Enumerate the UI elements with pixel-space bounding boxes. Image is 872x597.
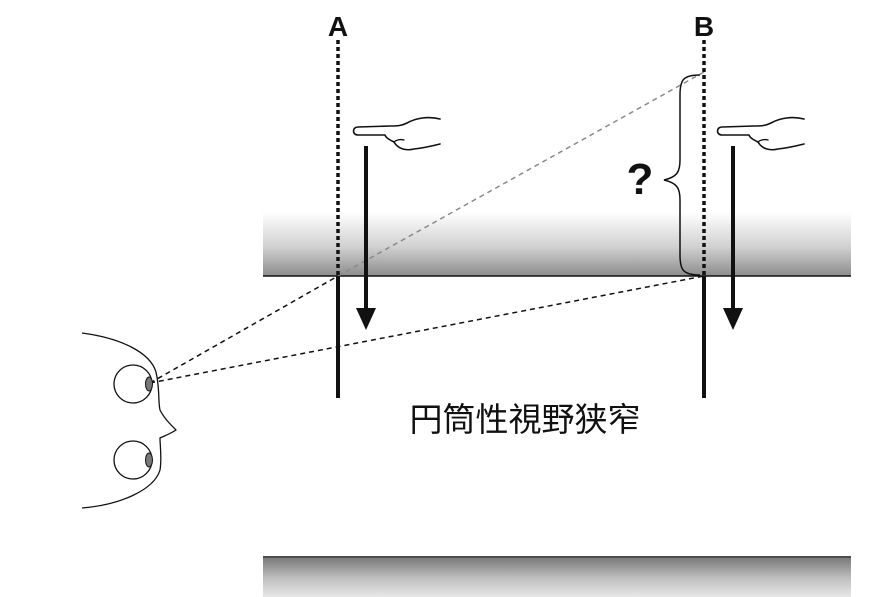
pointing-hand-icon [352, 116, 441, 151]
down-arrow-icon [356, 146, 376, 330]
down-arrow-icon [723, 146, 743, 330]
eye-icon [113, 440, 153, 480]
lower-field-band [263, 556, 851, 597]
line-b-label: B [694, 11, 714, 42]
head-profile-icon [81, 332, 177, 509]
question-mark: ? [627, 155, 654, 204]
curly-brace-icon [663, 74, 701, 276]
eye-icon [113, 364, 153, 404]
line-a-label: A [328, 11, 348, 42]
sight-line-extension [337, 71, 705, 277]
sight-line-to-b [149, 275, 705, 384]
sight-line-to-a [149, 275, 339, 384]
caption-text: 円筒性視野狭窄 [410, 400, 641, 439]
upper-field-band [263, 212, 851, 277]
pointing-hand-icon [716, 116, 805, 151]
